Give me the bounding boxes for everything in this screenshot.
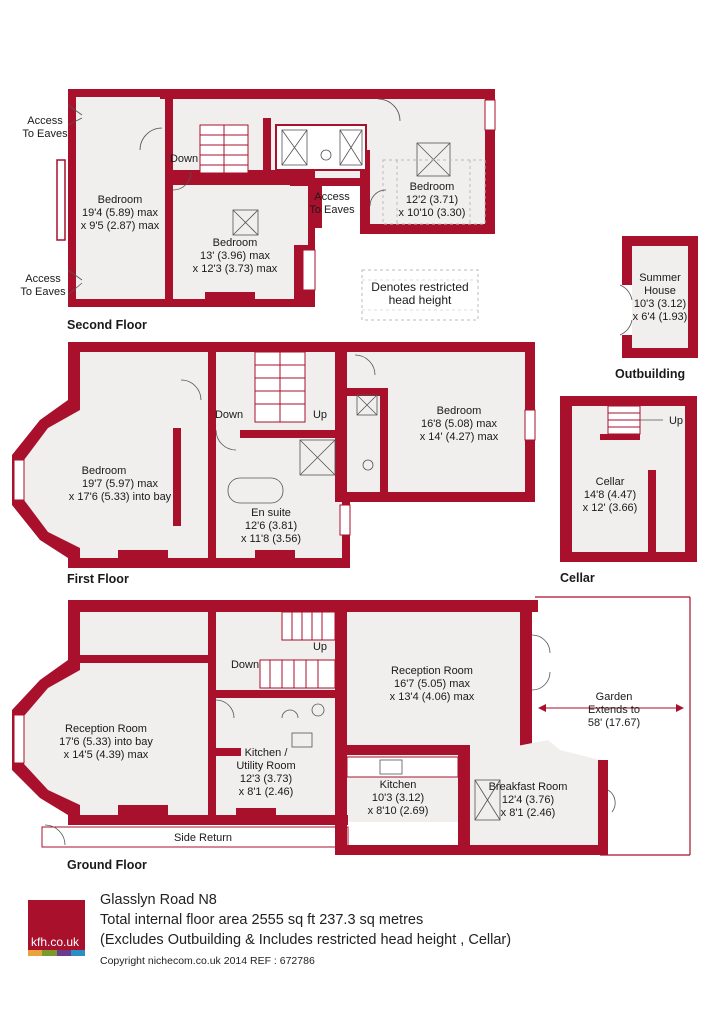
gf-up-label: Up — [313, 641, 327, 653]
side-return-label: Side Return — [174, 832, 232, 844]
excludes-line: (Excludes Outbuilding & Includes restric… — [100, 932, 512, 948]
sf-down-label: Down — [170, 153, 198, 165]
area-line: Total internal floor area 2555 sq ft 237… — [100, 912, 424, 928]
outbuilding — [616, 236, 698, 358]
kfh-logo: kfh.co.uk — [28, 900, 85, 956]
gf-down-label: Down — [231, 659, 259, 671]
cellar-up-label: Up — [669, 415, 683, 427]
first-floor — [12, 342, 536, 568]
logo-text: kfh.co.uk — [31, 935, 80, 949]
logo-color-bars — [28, 950, 85, 956]
outbuilding-label: Outbuilding — [615, 367, 685, 381]
footer: kfh.co.uk Glasslyn Road N8 Total interna… — [28, 892, 688, 972]
ff-up-label: Up — [313, 409, 327, 421]
cellar — [560, 396, 697, 562]
second-floor-label: Second Floor — [67, 318, 147, 332]
address-line: Glasslyn Road N8 — [100, 892, 217, 908]
copyright-line: Copyright nichecom.co.uk 2014 REF : 6727… — [100, 955, 315, 967]
ground-floor-label: Ground Floor — [67, 858, 147, 872]
cellar-floor-label: Cellar — [560, 571, 595, 585]
second-floor — [54, 89, 496, 307]
first-floor-label: First Floor — [67, 572, 129, 586]
ground-floor — [12, 596, 691, 856]
restricted-legend-box — [361, 269, 479, 321]
ff-down-label: Down — [215, 409, 243, 421]
